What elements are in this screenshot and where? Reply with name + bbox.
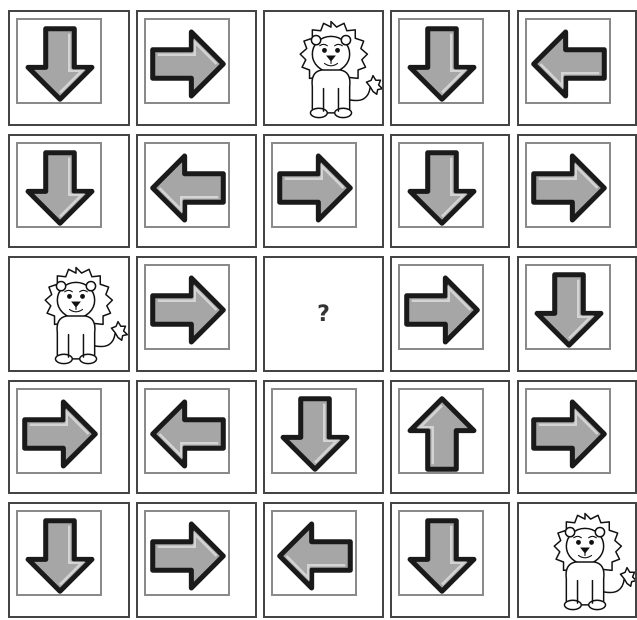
arrow-cell-right [517,380,637,494]
lion-cell [263,10,384,126]
arrow-cell-up [390,380,510,494]
arrow-cell-right [263,134,384,248]
arrow-cell-right [136,10,257,126]
arrow-cell-left [136,134,257,248]
arrow-left-icon [273,514,357,598]
arrow-cell-down [8,10,130,126]
arrow-cell-right [136,256,257,372]
arrow-cell-down [517,256,637,372]
lion-icon [275,14,384,126]
arrow-cell-down [8,502,130,618]
arrow-left-icon [527,22,611,106]
arrow-cell-left [517,10,637,126]
arrow-down-icon [18,22,102,106]
arrow-right-icon [18,392,102,476]
arrow-left-icon [146,146,230,230]
lion-cell [517,502,637,618]
arrow-right-icon [146,514,230,598]
arrow-up-icon [400,392,484,476]
lion-icon [20,260,130,372]
arrow-cell-down [390,502,510,618]
arrow-left-icon [146,392,230,476]
arrow-cell-right [136,502,257,618]
arrow-cell-down [263,380,384,494]
arrow-right-icon [146,268,230,352]
arrow-cell-left [136,380,257,494]
arrow-cell-right [517,134,637,248]
arrow-down-icon [400,146,484,230]
arrow-down-icon [273,392,357,476]
arrow-right-icon [527,146,611,230]
arrow-right-icon [273,146,357,230]
lion-icon [529,506,637,618]
arrow-down-icon [18,146,102,230]
arrow-cell-right [390,256,510,372]
arrow-cell-left [263,502,384,618]
arrow-cell-down [390,134,510,248]
lion-cell [8,256,130,372]
arrow-down-icon [400,514,484,598]
arrow-cell-down [390,10,510,126]
arrow-cell-right [8,380,130,494]
question-mark: ? [265,258,382,370]
arrow-cell-down [8,134,130,248]
arrow-down-icon [18,514,102,598]
arrow-right-icon [527,392,611,476]
arrow-right-icon [400,268,484,352]
arrow-down-icon [400,22,484,106]
arrow-right-icon [146,22,230,106]
question-cell: ? [263,256,384,372]
arrow-down-icon [527,268,611,352]
